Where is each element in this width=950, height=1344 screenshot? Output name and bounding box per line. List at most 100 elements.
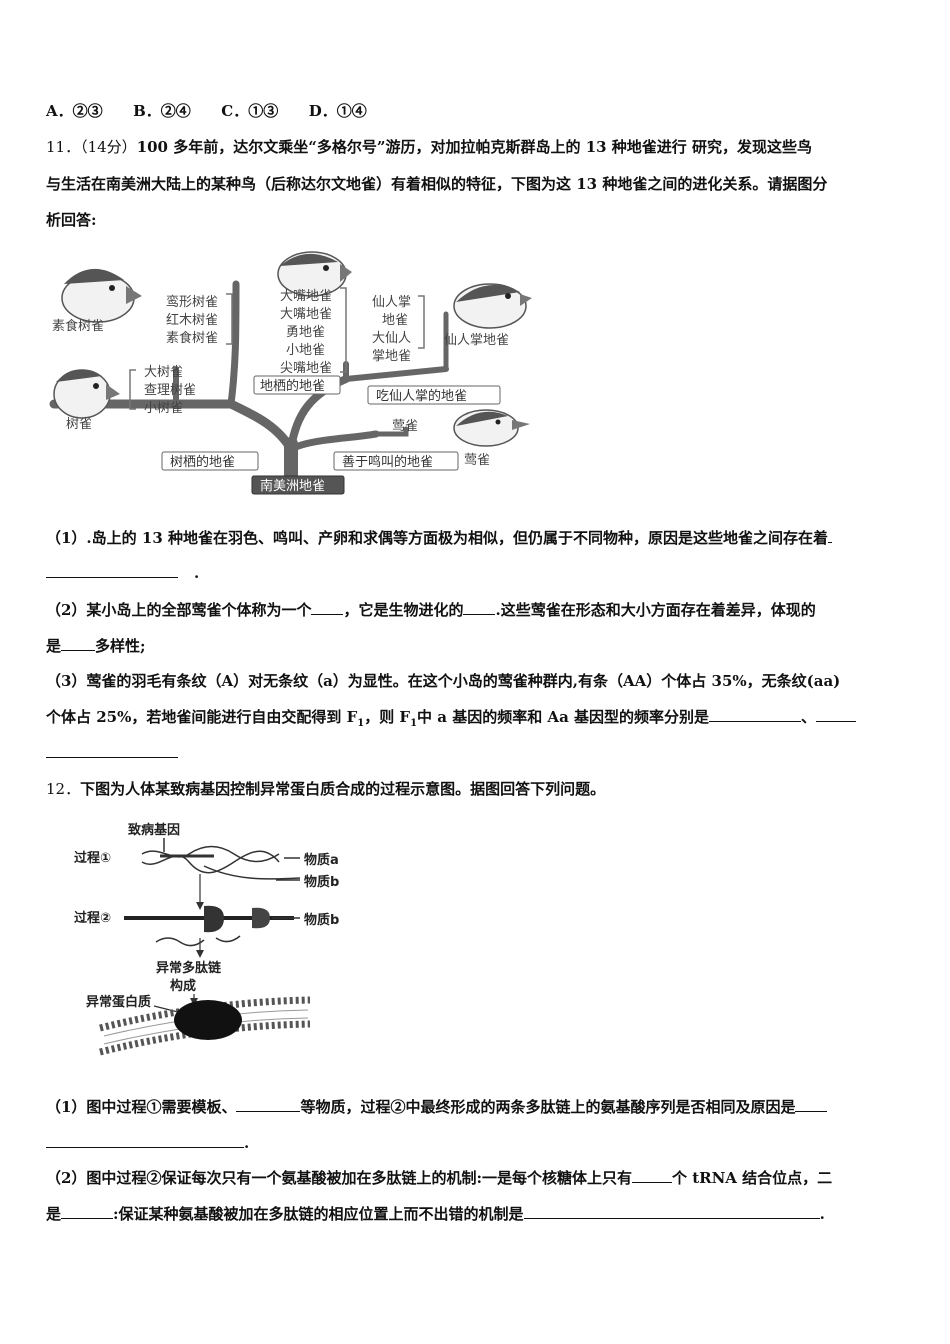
cactus-box-label: 吃仙人掌的地雀: [376, 388, 467, 404]
gene-expression-diagram: 致病基因 过程① 物质a 物质b 过程② 物质b 异常多肽链 构成 异常蛋白质: [74, 822, 339, 1056]
q11-intro-line1: 11．（14分）100 多年前，达尔文乘坐“多格尔号”游历，对加拉帕克斯群岛上的…: [46, 136, 906, 158]
tree-dwelling-box-label: 树栖的地雀: [170, 454, 235, 470]
process1-label: 过程①: [74, 850, 111, 866]
q11-number: 11．: [46, 138, 81, 156]
q11-sub1-end: .: [194, 564, 200, 582]
q11-sub3-text-d: 中 a 基因的频率和 Aa 基因型的频率分别是: [417, 708, 710, 726]
q12-sub2-cont: 是 :保证某种氨基酸被加在多肽链的相应位置上而不出错的机制是.: [46, 1203, 906, 1225]
q11-sub1-blank-a[interactable]: [827, 528, 832, 543]
gene-label: 致病基因: [128, 822, 180, 838]
abnormal-protein-label: 异常蛋白质: [86, 994, 151, 1010]
substance-a-label: 物质a: [304, 852, 339, 868]
vegetarian-finch-icon: [61, 268, 142, 323]
ground-group-3: 勇地雀: [286, 325, 325, 340]
q12-sub2-text-a: （2）图中过程②保证每次只有一个氨基酸被加在多肽链上的机制:一是每个核糖体上只有: [46, 1169, 632, 1187]
q11-sub2-text-a: （2）某小岛上的全部莺雀个体称为一个: [46, 601, 312, 619]
q11-sub3-subscript-1: 1: [357, 718, 365, 729]
tree-group-3: 素食树雀: [166, 330, 218, 346]
q11-intro-line2: 与生活在南美洲大陆上的某种鸟（后称达尔文地雀）有着相似的特征，下图为这 13 种…: [46, 175, 828, 193]
ribosome-2: [252, 907, 270, 929]
q12-number: 12．: [46, 780, 81, 798]
q12-sub1-blank-1[interactable]: [236, 1097, 301, 1112]
q12-sub1-blank-2[interactable]: [795, 1097, 828, 1112]
branch-warbler: [287, 430, 380, 453]
q12-sub1-text-b: 等物质，过程②中最终形成的两条多肽链上的氨基酸序列是否相同及原因是: [300, 1098, 796, 1116]
dna-helix: [141, 845, 280, 874]
q11-sub1-blank-b[interactable]: [46, 563, 178, 578]
substance-b1-label: 物质b: [304, 874, 339, 890]
answer-options: A．②③ B．②④ C．①③ D．①④: [46, 100, 906, 122]
q12-intro: 12．下图为人体某致病基因控制异常蛋白质合成的过程示意图。据图回答下列问题。: [46, 778, 906, 800]
q12-sub2: （2）图中过程②保证每次只有一个氨基酸被加在多肽链上的机制:一是每个核糖体上只有…: [46, 1167, 906, 1189]
abnormal-chain-label: 异常多肽链: [156, 960, 222, 976]
q12-sub1-blank-3[interactable]: [46, 1133, 244, 1148]
q11-sub3-blank-3[interactable]: [46, 743, 178, 758]
finch-evolution-diagram: 素食树雀 鸾形树雀 红木树雀 素食树雀 树雀 大树雀 查理树雀 小树雀 大嘴地雀…: [49, 251, 532, 495]
cactus-group-3: 大仙人: [372, 331, 411, 346]
abnormal-protein-blob: [174, 1000, 242, 1040]
tree-finch-group-1: 大树雀: [144, 365, 183, 380]
q11-sub3-subscript-2: 1: [410, 718, 418, 729]
cactus-finch-label: 仙人掌地雀: [444, 333, 509, 348]
cactus-group-1: 仙人掌: [372, 295, 411, 310]
q11-sub3-cont2: [46, 742, 906, 764]
q11-sub3-separator: 、: [801, 708, 817, 726]
large-ground-finch-icon: [277, 251, 352, 297]
warbler-bottom-label: 莺雀: [464, 453, 490, 468]
ground-group-1: 大嘴地雀: [280, 289, 332, 304]
ground-group-2: 大嘴地雀: [280, 307, 332, 322]
q11-text: 100 多年前，达尔文乘坐“多格尔号”游历，对加拉帕克斯群岛上的 13 种地雀进…: [136, 138, 813, 156]
tree-group-1: 鸾形树雀: [166, 294, 218, 310]
tree-finch-group-3: 小树雀: [144, 401, 183, 416]
warbler-finch-icon: [453, 409, 530, 447]
q11-sub3-text-c: ，则 F: [364, 708, 411, 726]
option-d: D．①④: [308, 102, 367, 120]
tree-group-2: 红木树雀: [166, 312, 218, 328]
q11-sub2-blank-2[interactable]: [463, 600, 496, 615]
compose-label: 构成: [170, 978, 196, 994]
q11-sub2-blank-1[interactable]: [311, 600, 344, 615]
ground-group-5: 尖嘴地雀: [280, 361, 332, 376]
ground-box-label: 地栖的地雀: [260, 378, 325, 394]
q11-sub2-text-e: 多样性;: [95, 637, 146, 655]
q11-sub3-cont: 个体占 25%，若地雀间能进行自由交配得到 F1，则 F1中 a 基因的频率和 …: [46, 706, 906, 735]
cactus-group-2: 地雀: [382, 313, 408, 328]
q11-intro-line3: 析回答:: [46, 211, 97, 229]
q11-points: （14分）: [80, 138, 137, 156]
option-c: C．①③: [221, 102, 279, 120]
singing-box-label: 善于鸣叫的地雀: [342, 454, 433, 470]
cactus-group-4: 掌地雀: [372, 349, 411, 364]
q12-sub2-text-d: :保证某种氨基酸被加在多肽链的相应位置上而不出错的机制是: [113, 1205, 524, 1223]
q12-sub2-end: .: [819, 1205, 825, 1223]
q11-sub2-text-d: 是: [46, 637, 62, 655]
vegetarian-finch-label: 素食树雀: [52, 318, 104, 334]
substance-b2-label: 物质b: [304, 912, 339, 928]
q11-sub2-blank-3[interactable]: [61, 636, 96, 651]
q11-sub2: （2）某小岛上的全部莺雀个体称为一个 ，它是生物进化的 .这些莺雀在形态和大小方面存…: [46, 599, 906, 621]
tree-finch-group-2: 查理树雀: [144, 383, 196, 398]
option-b: B．②④: [133, 102, 191, 120]
q11-sub3-blank-2[interactable]: [816, 707, 857, 722]
tree-finch-icon: [53, 369, 120, 419]
q12-sub1-end: .: [244, 1134, 250, 1152]
q12-sub2-blank-3[interactable]: [523, 1204, 820, 1219]
branch-warbler-end: [373, 426, 409, 437]
q11-sub1: （1）.岛上的 13 种地雀在羽色、鸣叫、产卵和求偶等方面极为相似，但仍属于不同…: [46, 527, 906, 549]
q11-sub3-text-b: 个体占 25%，若地雀间能进行自由交配得到 F: [46, 708, 358, 726]
option-a: A．②③: [46, 102, 103, 120]
q12-sub2-text-c: 是: [46, 1205, 62, 1223]
q11-sub1-cont: .: [46, 562, 906, 584]
process2-label: 过程②: [74, 910, 111, 926]
q12-sub1-cont: .: [46, 1132, 906, 1154]
cactus-finch-icon: [453, 283, 532, 329]
q11-sub2-text-b: ，它是生物进化的: [343, 601, 464, 619]
q11-sub3-blank-1[interactable]: [709, 707, 802, 722]
ground-group-4: 小地雀: [286, 343, 325, 358]
branch-cactus: [343, 366, 449, 382]
q11-sub2-text-c: .这些莺雀在形态和大小方面存在着差异，体现的: [495, 601, 816, 619]
ribosome-1: [204, 905, 224, 933]
q12-sub1-text-a: （1）图中过程①需要模板、: [46, 1098, 237, 1116]
tree-finch-label: 树雀: [66, 417, 92, 432]
q12-sub2-blank-2[interactable]: [61, 1204, 114, 1219]
q12-sub2-blank-1[interactable]: [631, 1168, 672, 1183]
